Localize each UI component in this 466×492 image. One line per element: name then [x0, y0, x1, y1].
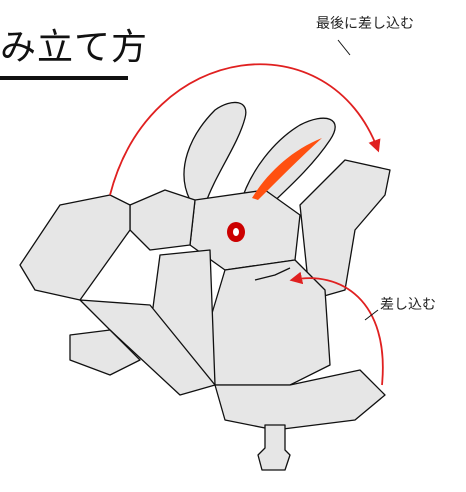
insert-last-label: 最後に差し込む	[316, 16, 414, 32]
leader-line-top	[337, 39, 351, 56]
rabbit-eye-highlight	[233, 228, 239, 236]
page-title: み立て方	[0, 27, 149, 68]
base-panel	[214, 369, 386, 431]
leader-line-right	[364, 309, 379, 321]
arrow-insert-last	[109, 63, 381, 196]
left-box	[19, 194, 131, 301]
arrow-insert	[289, 271, 384, 386]
back-leg	[69, 329, 141, 376]
left-tab	[129, 189, 196, 251]
ear-accent	[252, 138, 322, 200]
insert-label: 差し込む	[380, 297, 436, 313]
title-underline	[0, 76, 128, 80]
left-ear	[183, 101, 247, 206]
whisker-mark	[254, 267, 291, 281]
bottom-flap	[79, 299, 216, 396]
stand	[257, 424, 291, 471]
